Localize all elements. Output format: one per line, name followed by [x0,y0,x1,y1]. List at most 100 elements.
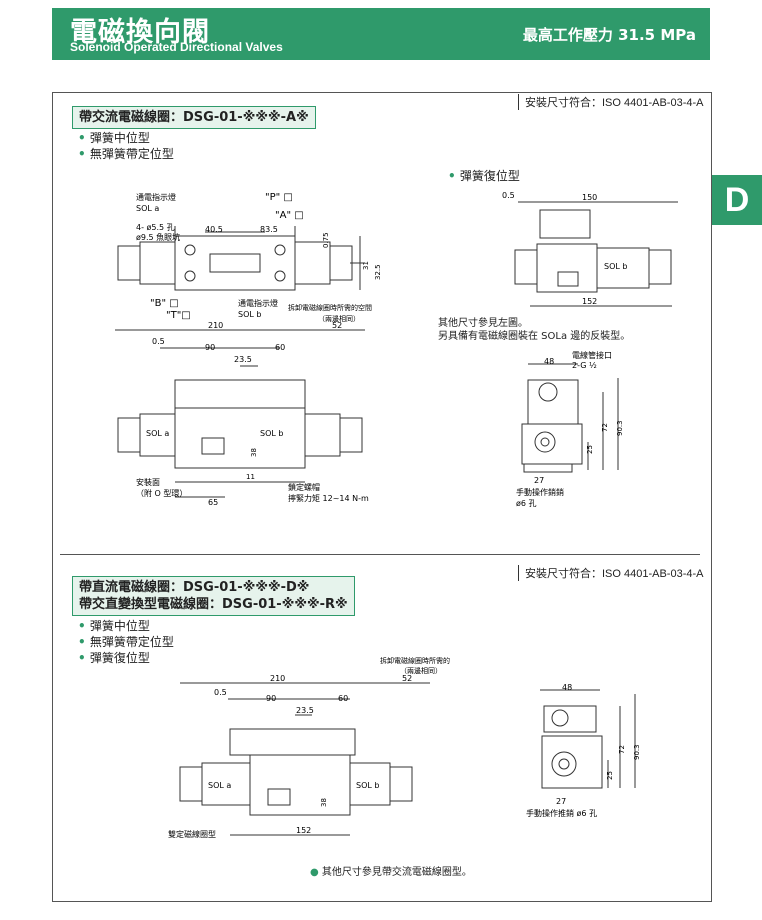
label-sol-a: SOL a [136,204,159,213]
bullet2-no-spring-detent: 無彈簧帶定位型 [78,634,174,650]
label-front-sol-b: SOL b [260,429,283,438]
note-line2: 另具備有電磁線圈裝在 SOLa 邊的反裝型。 [438,331,631,342]
dim-210: 210 [208,322,223,330]
dim-dc-60: 60 [338,694,348,703]
side-view-drawing: 48 電線管接口 2-G ½ 72 90.3 25 27 手動操作銷銷 ø6 孔 [516,350,624,508]
bullet-no-spring-detent: 無彈簧帶定位型 [78,146,174,162]
bullet2-spring-center: 彈簧中位型 [78,618,174,634]
dim-0-75: 0.75 [322,232,330,248]
dim-dc-72: 72 [618,745,626,754]
label-front-sol-a: SOL a [146,429,169,438]
dim-52: 52 [332,322,342,330]
section1-model: 帶交流電磁線圈：DSG-01-※※※-A※ [72,106,316,129]
page-subtitle: Solenoid Operated Directional Valves [70,40,283,54]
dim-dc-152: 152 [296,826,311,835]
bullet-spring-offset: 彈簧復位型 [448,168,520,184]
dim-dc-25: 25 [606,771,614,780]
section2-bullets: 彈簧中位型 無彈簧帶定位型 彈簧復位型 [78,618,174,666]
label-p-port: "P" □ [265,192,293,203]
label-holes: 4- ø5.5 孔 [136,223,175,232]
valve-lower-body [174,407,306,469]
header-bar: 電磁換向閥 Solenoid Operated Directional Valv… [52,8,710,60]
dim-dc-23-5: 23.5 [296,706,314,715]
dim-dc-52: 52 [402,674,412,683]
valve-top-body [174,379,306,409]
dim-152: 152 [582,297,597,306]
label-dc-manual: 手動操作推銷 ø6 孔 [526,808,597,818]
label-spring-sol-b: SOL b [604,262,627,271]
label-bolt: 鎖定螺帽 [288,482,320,492]
footnote-bullet-icon: ● [310,867,319,878]
dim-65: 65 [208,498,218,507]
bullet-spring-center: 彈簧中位型 [78,130,174,146]
label-a-port: "A" □ [275,210,304,221]
label-manual: 手動操作銷銷 [516,487,564,497]
front-view-drawing: 210 52 0.5 90 60 23.5 SOL a SOL b 38 11 … [115,322,369,507]
dim-60: 60 [275,343,285,352]
dim-31: 31 [362,261,370,270]
conduit-port [538,382,558,402]
max-pressure: 最高工作壓力 31.5 MPa [522,26,696,44]
dim-72: 72 [601,423,609,432]
label-b-port: "B" □ [150,298,179,309]
page-title: 電磁換向閥 [70,17,210,48]
label-dc-sol-b: SOL b [356,781,379,790]
label-manual-hole: ø6 孔 [516,499,537,508]
dim-23-5: 23.5 [234,355,252,364]
dim-83-5: 83.5 [260,225,278,234]
label-counterbore: ø9.5 魚眼坑 [136,232,180,242]
dim-dc-90: 90 [266,694,276,703]
section2-footnote: ● 其他尺寸參見帶交流電磁線圈型。 [310,866,472,879]
dim-dc-48: 48 [562,683,572,692]
label-with-oring: （附 O 型環） [136,488,187,498]
dim-25: 25 [586,445,594,454]
section2-model-line2: 帶交直變換型電磁線圈：DSG-01-※※※-R※ [79,597,348,612]
section-tab-d[interactable]: D [712,175,762,225]
note-line1: 其他尺寸參見左圖。 [438,318,528,329]
section1-standard: 安裝尺寸符合：ISO 4401-AB-03-4-A [518,94,704,110]
content-frame [52,92,712,902]
label-torque: 擰緊力矩 12~14 N-m [288,493,369,503]
coil-b-end [329,245,353,281]
t-plate [201,437,225,455]
section2-standard: 安裝尺寸符合：ISO 4401-AB-03-4-A [518,565,704,581]
label-dc-sol-a: SOL a [208,781,231,790]
dc-valve-body [249,754,351,816]
label-dc-both-sides: （兩邊相同） [400,666,442,675]
dim-dc-210: 210 [270,674,285,683]
dim-27: 27 [534,476,544,485]
spring-valve-body [536,243,598,293]
label-coil-type: 雙定磁線圈型 [168,829,216,839]
dim-90-3: 90.3 [616,420,624,436]
dc-front-view-drawing: 拆卸電磁線圈時所需的空間 （兩邊相同） 210 52 0.5 90 60 23.… [168,656,450,839]
dim-11: 11 [246,473,255,481]
dim-32-5: 32.5 [374,264,382,280]
dim-dc-27: 27 [556,797,566,806]
bullet2-spring-offset: 彈簧復位型 [78,650,174,666]
dc-side-view-drawing: 48 72 90.3 25 27 手動操作推銷 ø6 孔 [526,683,641,818]
label-dc-remove-space: 拆卸電磁線圈時所需的空間 [380,656,450,665]
section2-model: 帶直流電磁線圈：DSG-01-※※※-D※ 帶交直變換型電磁線圈：DSG-01-… [72,576,355,616]
dim-38: 38 [250,448,258,457]
dim-90: 90 [205,343,215,352]
label-indicator-b: 通電指示燈 [238,298,278,308]
label-mount-face: 安裝面 [136,477,160,487]
label-conduit-size: 2-G ½ [572,361,597,370]
section-divider [60,554,700,555]
dim-40-5: 40.5 [205,225,223,234]
section1-bullets: 彈簧中位型 無彈簧帶定位型 [78,130,174,162]
dim-dc-38: 38 [320,798,328,807]
section1-right-bullet: 彈簧復位型 [448,168,520,184]
label-both-sides: （兩邊相同） [318,314,360,323]
section2-model-line1: 帶直流電磁線圈：DSG-01-※※※-D※ [79,580,310,595]
dim-dc-90-3: 90.3 [633,744,641,760]
coil-a-end [117,245,141,281]
valve-body [174,235,296,291]
dim-48: 48 [544,357,554,366]
spring-offset-drawing: 0.5 150 SOL b 152 [502,191,678,307]
top-view-drawing: 通電指示燈 SOL a 4- ø5.5 孔 ø9.5 魚眼坑 40.5 83.5… [117,192,382,323]
dim-0-5: 0.5 [152,337,165,346]
dim-150: 150 [582,193,597,202]
footnote-text: 其他尺寸參見帶交流電磁線圈型。 [321,867,472,878]
dim-spring-0-5: 0.5 [502,191,515,200]
